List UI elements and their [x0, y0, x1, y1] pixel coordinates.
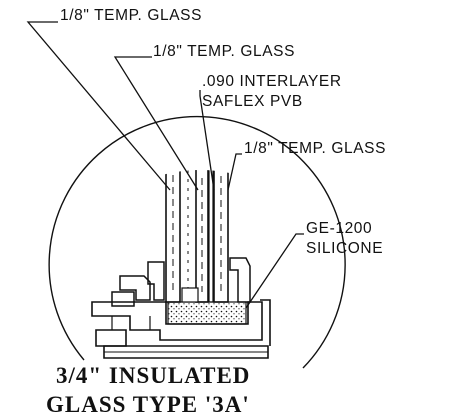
label-sealant-line1: GE-1200 [306, 220, 373, 237]
detail-circle-outline [48, 115, 346, 369]
detail-circle [48, 115, 346, 369]
leader-line-glass-outer [26, 21, 171, 191]
label-glass-inner: 1/8" TEMP. GLASS [244, 140, 387, 157]
detail-content [91, 170, 271, 359]
caption-line2: GLASS TYPE '3A' [46, 392, 250, 417]
left-glazing-stop [111, 261, 165, 307]
leader-line-silicone [245, 233, 304, 309]
leader-lines [26, 21, 304, 309]
label-interlayer-line1: .090 INTERLAYER [202, 73, 342, 90]
leader-line-interlayer [199, 90, 215, 191]
frame-extrusion [91, 299, 271, 359]
leader-line-glass-middle [113, 56, 199, 191]
label-interlayer-line2: SAFLEX PVB [202, 93, 303, 110]
label-glass-middle: 1/8" TEMP. GLASS [153, 43, 296, 60]
label-sealant-line2: SILICONE [306, 240, 384, 257]
silicone-bed [167, 301, 247, 325]
label-glass-outer: 1/8" TEMP. GLASS [60, 7, 203, 24]
leader-line-glass-inner [227, 153, 242, 191]
glass-panes [165, 170, 229, 303]
right-glazing-stop [229, 257, 251, 303]
spacer-block [181, 287, 199, 303]
caption-line1: 3/4" INSULATED [56, 363, 251, 388]
